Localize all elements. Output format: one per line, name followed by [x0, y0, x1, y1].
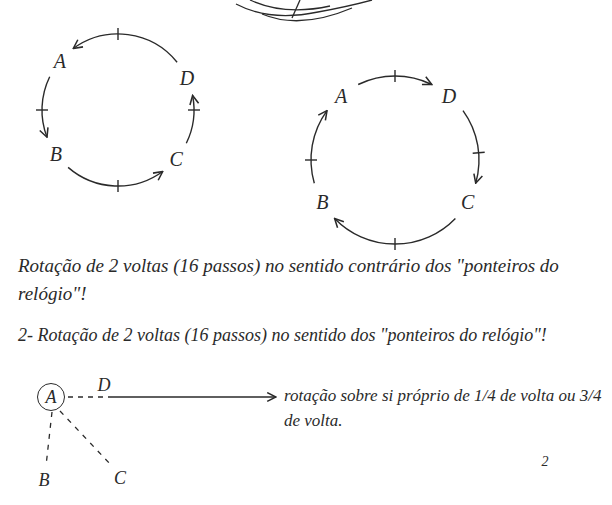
step-tick: [394, 238, 395, 250]
step-tick: [117, 180, 118, 192]
circle-letter: D: [442, 86, 456, 106]
step-tick: [117, 28, 118, 40]
rotation-arc: [186, 96, 194, 144]
step-tick: [36, 109, 48, 110]
caption-note: Rotação de 2 voltas (16 passos) no senti…: [18, 252, 578, 307]
rotation-arc: [73, 34, 177, 62]
page-number: 2: [542, 455, 549, 469]
step-tick: [473, 152, 485, 153]
circle-letter: C: [170, 149, 183, 169]
rotation-note: rotação sobre si próprio de 1/4 de volta…: [284, 384, 602, 433]
step-tick: [305, 159, 317, 160]
top-scribble: [236, 0, 372, 21]
circle-letter: B: [50, 144, 62, 164]
circle-letter: A: [335, 86, 347, 106]
rotation-circles: [36, 28, 485, 250]
rotation-arc: [42, 77, 50, 138]
bottom-sketch: [46, 397, 276, 466]
point-letter: C: [114, 469, 126, 487]
step-tick: [188, 109, 200, 110]
rotation-arc: [463, 111, 479, 184]
point-letter: A: [46, 388, 57, 406]
point-letter: B: [39, 471, 50, 489]
rotation-arc: [68, 167, 163, 186]
circle-letter: C: [461, 192, 474, 212]
circled-point: A: [37, 383, 65, 411]
circle-letter: A: [54, 51, 66, 71]
rotation-arc: [311, 111, 327, 184]
circle-letter: B: [316, 192, 328, 212]
caption-note: 2- Rotação de 2 voltas (16 passos) no se…: [18, 322, 603, 348]
circle-letter: D: [180, 68, 194, 88]
step-tick: [394, 70, 395, 82]
point-letter: D: [98, 376, 111, 394]
